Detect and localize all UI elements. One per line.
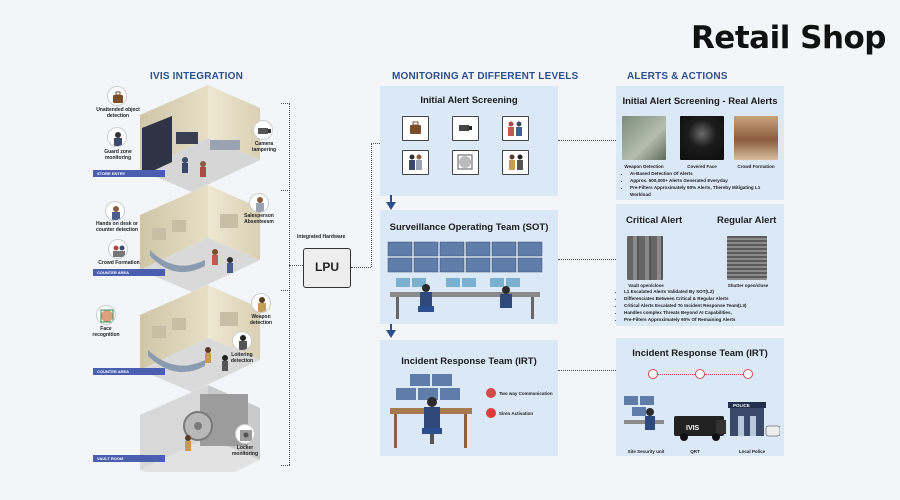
irt-operator-illustration bbox=[390, 374, 472, 448]
photo-weapon-detection bbox=[622, 116, 666, 160]
caption-crowd-formation: Crowd Formation bbox=[737, 164, 775, 169]
weapon-icon bbox=[251, 293, 271, 313]
bullet-real-alerts-1: AI-Based Detection Of Alerts bbox=[630, 170, 782, 177]
thumb-unattended-bag bbox=[402, 116, 429, 141]
photo-vault bbox=[627, 236, 663, 280]
connector-irt-2 bbox=[705, 374, 743, 375]
locker-icon bbox=[235, 424, 255, 444]
bullet-sot-4: Handles complex Threats Beyond AI Capabi… bbox=[624, 309, 784, 316]
van-text: IVIS bbox=[686, 425, 700, 432]
connector-lpu-out bbox=[351, 267, 371, 268]
bullet-sot-5: Pre-Filters Approximately 90% Of Remaini… bbox=[624, 316, 784, 323]
heading-monitoring: MONITORING AT DIFFERENT LEVELS bbox=[392, 71, 579, 82]
caption-local-police: Local Police bbox=[738, 449, 766, 454]
caption-qrt: QRT bbox=[690, 449, 700, 454]
panel-title-sot: Surveillance Operating Team (SOT) bbox=[389, 222, 549, 233]
siren-icon bbox=[486, 408, 496, 418]
label-hands-on-desk: Hands on desk or counter detection bbox=[96, 221, 138, 233]
connector-to-screening bbox=[371, 143, 380, 144]
arrow-shaft-1 bbox=[390, 195, 392, 203]
hands-on-desk-icon bbox=[105, 201, 125, 221]
label-siren-activation: Siren Activation bbox=[499, 411, 534, 416]
photo-shutter bbox=[727, 236, 767, 280]
label-regular-alert: Regular Alert bbox=[717, 215, 777, 226]
caption-shutter: Shutter open/close bbox=[727, 283, 769, 288]
integrated-hardware-caption: Integrated Hardware bbox=[297, 234, 346, 240]
panel-title-screening: Initial Alert Screening bbox=[420, 95, 518, 106]
label-weapon-detection: Weapon detection bbox=[249, 314, 273, 326]
lpu-box: LPU bbox=[303, 248, 351, 288]
label-loitering-detection: Loitering detection bbox=[230, 352, 254, 364]
bullets-real-alerts: AI-Based Detection Of Alerts Approx. 500… bbox=[622, 170, 782, 198]
label-face-recognition: Face recognition bbox=[92, 326, 120, 338]
arrow-shaft-2 bbox=[390, 324, 392, 331]
caption-site-security: Site Security unit bbox=[627, 449, 665, 454]
panel-title-irt-actions: Incident Response Team (IRT) bbox=[632, 348, 768, 359]
arrow-down-icon-2 bbox=[386, 330, 396, 338]
bullet-real-alerts-2: Approx. 500,000+ Alerts Generated Everyd… bbox=[630, 177, 782, 184]
connector-irt-1 bbox=[658, 374, 695, 375]
connector-room1 bbox=[281, 103, 290, 104]
unattended-object-icon bbox=[107, 86, 127, 106]
arrow-down-icon-1 bbox=[386, 202, 396, 210]
salesperson-icon bbox=[249, 193, 269, 213]
caption-weapon-detection: Weapon Detection bbox=[624, 164, 664, 169]
bullet-real-alerts-3: Pre-Filters Approximately 60% Alerts, Th… bbox=[630, 184, 782, 198]
face-recognition-icon bbox=[96, 305, 116, 325]
bullet-sot-2: Differenciates Between Critical & Regula… bbox=[624, 295, 784, 302]
siren-alert-icon bbox=[743, 369, 753, 379]
connector-to-lpu bbox=[289, 265, 303, 266]
label-salesperson-absenteesm: Salesperson Absenteesm bbox=[244, 213, 274, 225]
heading-alerts-actions: ALERTS & ACTIONS bbox=[627, 71, 728, 82]
label-two-way-communication: Two way Communication bbox=[499, 391, 553, 396]
connector-vertical bbox=[289, 103, 290, 465]
connector-room2 bbox=[281, 190, 290, 191]
photo-covered-face bbox=[680, 116, 724, 160]
area-tag-counter-area-1: COUNTER AREA bbox=[93, 269, 165, 276]
thumb-crowd bbox=[502, 116, 529, 141]
alarm-icon bbox=[695, 369, 705, 379]
connector-irt-to-alerts bbox=[558, 370, 616, 371]
label-camera-tampering: Camera tampering bbox=[251, 141, 277, 153]
bullet-sot-3: Critical Alerts Escalated To Incident Re… bbox=[624, 302, 784, 309]
phone-icon bbox=[648, 369, 658, 379]
camera-icon bbox=[253, 120, 273, 140]
two-way-communication-icon bbox=[486, 388, 496, 398]
loitering-icon bbox=[232, 331, 252, 351]
area-tag-store-entry: STORE ENTRY bbox=[93, 170, 165, 177]
caption-covered-face: Covered Face bbox=[687, 164, 717, 169]
caption-vault: Vault open/close bbox=[628, 283, 664, 288]
page-title: Retail Shop bbox=[690, 20, 887, 56]
connector-sot-to-alerts bbox=[558, 259, 616, 260]
irt-response-illustration: IVIS POLICE bbox=[624, 396, 780, 441]
thumb-camera bbox=[452, 116, 479, 141]
bullets-sot: L1 Escalated Alerts Validated By SOT(L2)… bbox=[616, 288, 784, 323]
guard-icon bbox=[107, 127, 127, 147]
panel-title-real-alerts: Initial Alert Screening - Real Alerts bbox=[622, 96, 778, 107]
police-sign-text: POLICE bbox=[733, 403, 750, 408]
panel-initial-alert-screening: Initial Alert Screening bbox=[380, 86, 558, 196]
label-crowd-formation: Crowd Formation bbox=[98, 260, 140, 266]
sot-control-room-illustration bbox=[387, 241, 543, 319]
connector-room4 bbox=[281, 465, 290, 466]
area-tag-counter-area-2: COUNTER AREA bbox=[93, 368, 165, 375]
thumb-weapon bbox=[502, 150, 529, 175]
connector-lpu-vertical bbox=[371, 143, 372, 267]
crowd-icon bbox=[108, 239, 128, 259]
area-tag-vault-room: VAULT ROOM bbox=[93, 455, 165, 462]
connector-room3 bbox=[281, 290, 290, 291]
panel-title-irt: Incident Response Team (IRT) bbox=[401, 356, 537, 367]
label-unattended-object: Unattended object detection bbox=[96, 107, 140, 119]
thumb-face-detect bbox=[452, 150, 479, 175]
connector-screening-to-alerts bbox=[558, 140, 616, 141]
photo-crowd-formation bbox=[734, 116, 778, 160]
room-counter-area-1 bbox=[140, 185, 260, 292]
bullet-sot-1: L1 Escalated Alerts Validated By SOT(L2) bbox=[624, 288, 784, 295]
label-guard-zone: Guard zone monitoring bbox=[104, 149, 132, 161]
label-locker-monitoring: Locker monitoring bbox=[231, 445, 259, 457]
label-critical-alert: Critical Alert bbox=[626, 215, 683, 226]
heading-ivis-integration: IVIS INTEGRATION bbox=[150, 71, 244, 82]
room-store-entry bbox=[140, 85, 260, 192]
thumb-people bbox=[402, 150, 429, 175]
